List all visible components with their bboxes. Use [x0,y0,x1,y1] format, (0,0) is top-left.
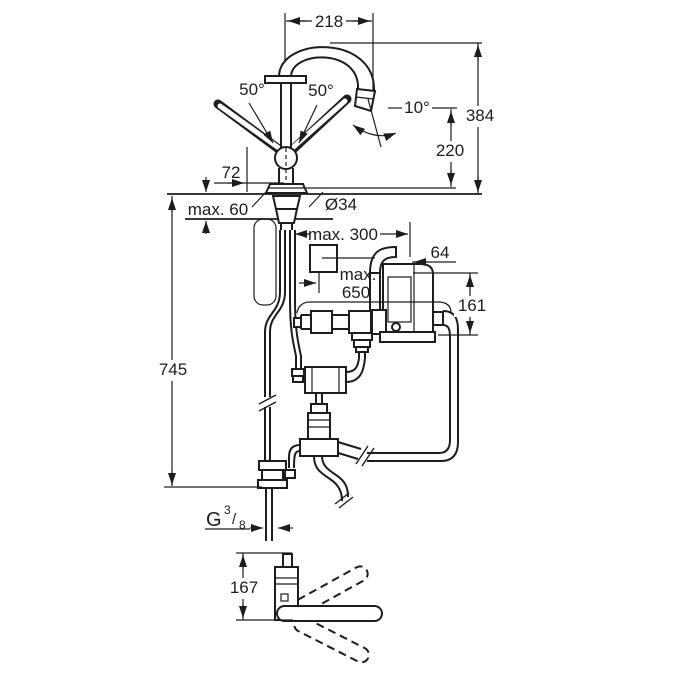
dim-lever-offset-label: 72 [222,163,241,182]
dim-box-distance: max. 300 [295,222,411,257]
dim-box-top-width: 64 [412,243,456,266]
connection-tube [293,310,381,334]
dim-plan-reach: 167 [227,552,293,621]
dim-total-height-label: 384 [466,106,494,125]
dim-total-height: 384 [330,42,497,193]
dim-lever-angles: 50° 50° [239,80,334,144]
dim-cable-length-value: 650 [342,283,370,302]
dim-hose-drop-label: 745 [159,360,187,379]
dim-hose-drop: 745 [154,196,262,488]
pullout-spray-hose-loop [334,310,459,467]
sensor-cable [296,301,452,314]
dim-spout-reach: 218 [284,10,374,90]
dim-lever-offset: 72 [214,147,284,192]
supply-hose-left [258,230,286,461]
dim-thread-denominator: 8 [239,518,246,532]
spout-plan [276,605,383,622]
dim-cable-length-max: max. [340,265,377,284]
dim-spout-reach-label: 218 [315,12,343,31]
dimension-annotations: 218 50° 50° 10° 384 [154,10,497,532]
inline-filter-assembly [291,326,373,394]
dim-box-distance-label: max. 300 [308,225,378,244]
dim-outlet-angle: 10° [352,98,457,142]
mounting-shank [253,195,302,306]
valve-assembly [288,393,354,509]
dim-outlet-angle-label: 10° [404,98,430,117]
dim-cable-length: max. 650 [299,265,376,302]
side-elevation-view [167,46,482,541]
dim-outlet-height-label: 220 [436,141,464,160]
dim-box-height: 161 [413,272,491,336]
dim-thread-numerator: 3 [224,503,231,517]
dim-hole-diameter-label: Ø34 [325,195,357,214]
supply-tee-fitting [257,460,296,541]
dim-lever-angle-right-label: 50° [308,81,334,100]
faucet-connection-hose [289,230,302,370]
faucet-lever-left [213,99,289,158]
dim-plan-reach-label: 167 [230,578,258,597]
dim-lever-angle-left-label: 50° [239,80,265,99]
countertop-section [167,187,482,220]
dim-deck-thickness: max. 60 [188,177,248,234]
faucet-spout [278,46,382,148]
dim-thread-size: G 3 / 8 [205,503,293,532]
plan-view: 167 [227,552,383,664]
faucet-lever-right [284,94,352,158]
dim-thread-slash: / [232,511,237,528]
dim-deck-thickness-label: max. 60 [188,200,248,219]
dim-outlet-height: 220 [432,109,470,187]
faucet-body [264,75,309,196]
dim-thread-g: G [206,509,222,531]
dim-box-top-width-label: 64 [431,243,450,262]
power-supply-box [309,244,375,273]
dim-box-height-label: 161 [458,296,486,315]
